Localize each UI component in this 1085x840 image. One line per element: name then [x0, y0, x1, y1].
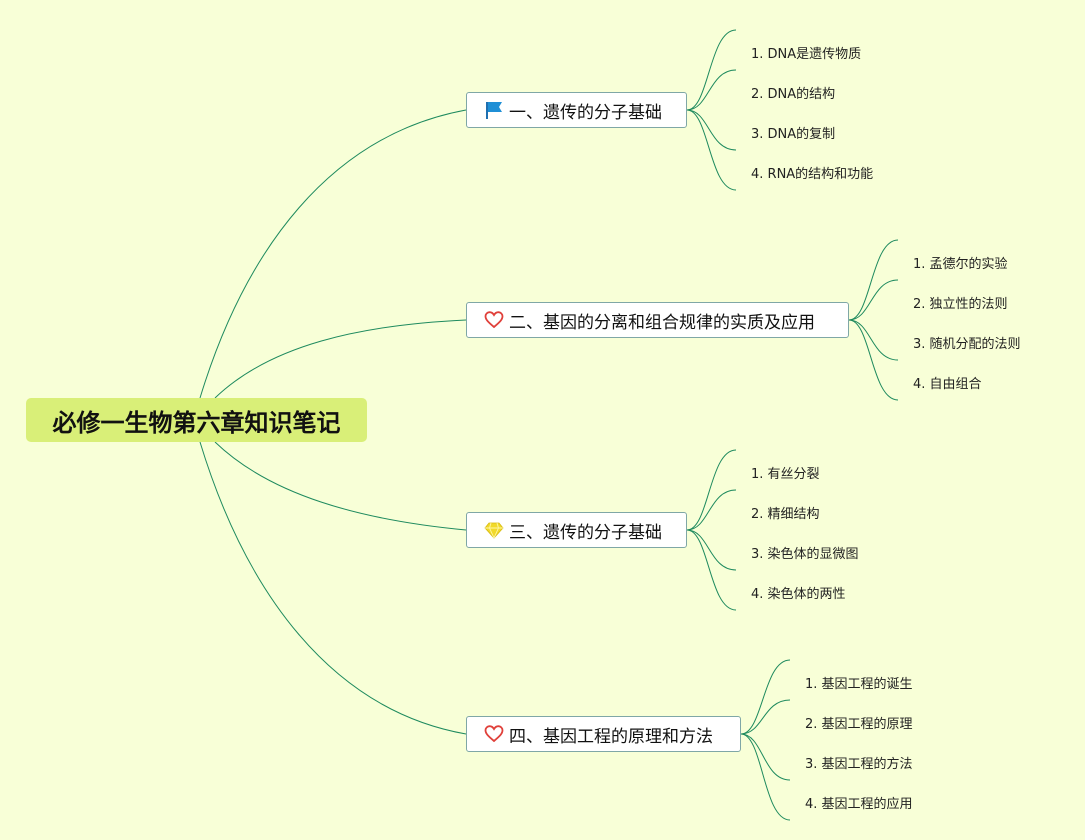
branch-4-to-leaf-3-line: [740, 733, 791, 781]
leaf-2-3[interactable]: 3. 随机分配的法则: [913, 337, 1021, 352]
root-title: 必修一生物第六章知识笔记: [52, 408, 341, 437]
branch-2-to-leaf-1-line: [848, 239, 899, 321]
root-to-branch-3-line: [214, 441, 467, 531]
flag-icon: [483, 99, 505, 121]
branch-topic-3[interactable]: 三、遗传的分子基础: [466, 512, 687, 548]
branch-1-to-leaf-3-line: [686, 109, 737, 151]
leaf-1-4[interactable]: 4. RNA的结构和功能: [751, 167, 874, 182]
root-topic[interactable]: 必修一生物第六章知识笔记: [26, 398, 367, 442]
branch-3-to-leaf-3-line: [686, 529, 737, 571]
branch-label-2: 二、基因的分离和组合规律的实质及应用: [509, 312, 815, 333]
leaf-4-4[interactable]: 4. 基因工程的应用: [805, 797, 913, 812]
leaf-2-1[interactable]: 1. 孟德尔的实验: [913, 257, 1008, 272]
branch-1-to-leaf-1-line: [686, 29, 737, 111]
branch-2-to-leaf-4-line: [848, 319, 899, 401]
branch-topic-1[interactable]: 一、遗传的分子基础: [466, 92, 687, 128]
branch-topic-4[interactable]: 四、基因工程的原理和方法: [466, 716, 741, 752]
branch-4-to-leaf-1-line: [740, 659, 791, 735]
root-to-branch-4-line: [199, 441, 467, 735]
heart-icon: [483, 723, 505, 745]
branch-topic-2[interactable]: 二、基因的分离和组合规律的实质及应用: [466, 302, 849, 338]
branch-label-4: 四、基因工程的原理和方法: [509, 726, 713, 747]
leaf-4-1[interactable]: 1. 基因工程的诞生: [805, 677, 913, 692]
leaf-1-3[interactable]: 3. DNA的复制: [751, 127, 836, 142]
leaf-2-4[interactable]: 4. 自由组合: [913, 377, 982, 392]
leaf-4-2[interactable]: 2. 基因工程的原理: [805, 717, 913, 732]
leaf-3-1[interactable]: 1. 有丝分裂: [751, 467, 820, 482]
diamond-icon: [483, 519, 505, 541]
leaf-3-2[interactable]: 2. 精细结构: [751, 507, 820, 522]
leaf-3-4[interactable]: 4. 染色体的两性: [751, 587, 846, 602]
leaf-4-3[interactable]: 3. 基因工程的方法: [805, 757, 913, 772]
branch-1-to-leaf-4-line: [686, 109, 737, 191]
leaf-1-1[interactable]: 1. DNA是遗传物质: [751, 47, 862, 62]
leaf-2-2[interactable]: 2. 独立性的法则: [913, 297, 1008, 312]
branch-label-1: 一、遗传的分子基础: [509, 102, 662, 123]
branch-3-to-leaf-1-line: [686, 449, 737, 531]
heart-icon: [483, 309, 505, 331]
root-to-branch-2-line: [214, 319, 467, 399]
branch-2-to-leaf-2-line: [848, 279, 899, 321]
branch-4-to-leaf-4-line: [740, 733, 791, 821]
branch-label-3: 三、遗传的分子基础: [509, 522, 662, 543]
branch-3-to-leaf-4-line: [686, 529, 737, 611]
root-to-branch-1-line: [199, 109, 467, 399]
branch-3-to-leaf-2-line: [686, 489, 737, 531]
leaf-1-2[interactable]: 2. DNA的结构: [751, 87, 836, 102]
branch-1-to-leaf-2-line: [686, 69, 737, 111]
branch-2-to-leaf-3-line: [848, 319, 899, 361]
branch-4-to-leaf-2-line: [740, 699, 791, 735]
leaf-3-3[interactable]: 3. 染色体的显微图: [751, 547, 859, 562]
